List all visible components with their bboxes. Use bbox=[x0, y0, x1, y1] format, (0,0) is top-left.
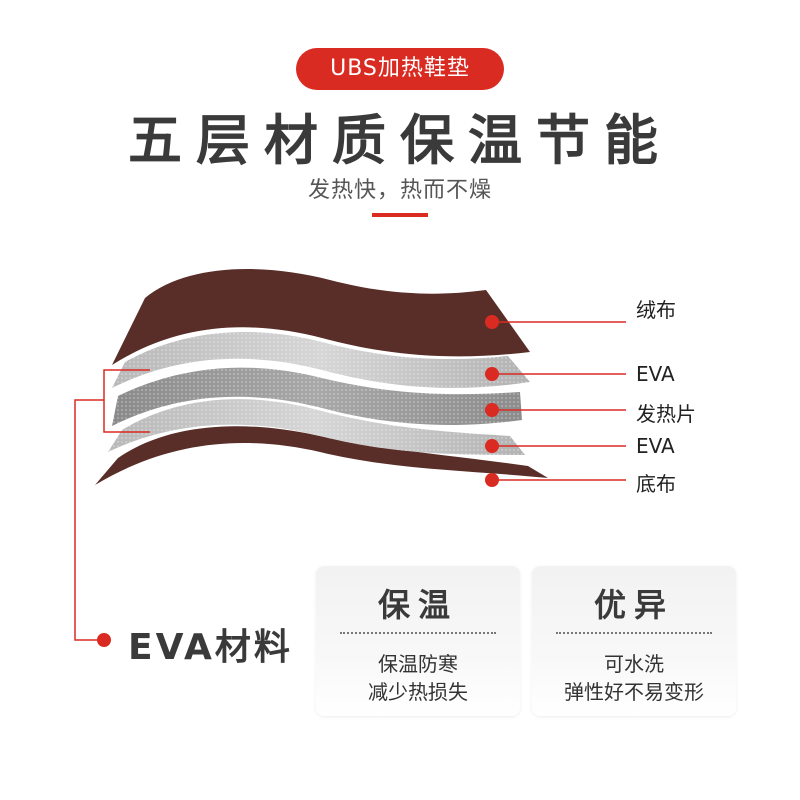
layer-label-eva-upper: EVA bbox=[636, 362, 675, 386]
layer-label-heating: 发热片 bbox=[636, 402, 696, 426]
layer-label-plush: 绒布 bbox=[636, 298, 676, 322]
layer-label-eva-lower: EVA bbox=[636, 434, 675, 458]
marker-dot-icon bbox=[485, 367, 499, 381]
layer-top-plush bbox=[112, 269, 530, 365]
card-line: 可水洗 bbox=[604, 652, 664, 676]
marker-dot-icon bbox=[485, 439, 499, 453]
card-line: 弹性好不易变形 bbox=[564, 680, 704, 704]
page-title: 五层材质保温节能 bbox=[128, 109, 672, 172]
card-heading: 保温 bbox=[377, 586, 458, 624]
card-divider bbox=[556, 632, 712, 634]
card-divider bbox=[340, 632, 496, 634]
card-line: 保温防寒 bbox=[378, 652, 458, 676]
material-title: EVA材料 bbox=[128, 627, 293, 668]
product-badge: UBS加热鞋垫 bbox=[296, 48, 504, 90]
layer-bottom-fabric bbox=[95, 426, 548, 485]
page-subtitle: 发热快，热而不燥 bbox=[307, 178, 492, 203]
card-heading: 优异 bbox=[593, 586, 674, 624]
marker-dot-icon bbox=[97, 633, 111, 647]
layer-label-bottom: 底布 bbox=[636, 472, 676, 496]
marker-dot-icon bbox=[485, 403, 499, 417]
marker-dot-icon bbox=[485, 473, 499, 487]
subtitle-underline bbox=[372, 213, 428, 217]
marker-dot-icon bbox=[485, 315, 499, 329]
feature-card-insulation: 保温 保温防寒 减少热损失 bbox=[316, 566, 520, 716]
card-line: 减少热损失 bbox=[368, 680, 468, 704]
feature-card-excellent: 优异 可水洗 弹性好不易变形 bbox=[532, 566, 736, 716]
